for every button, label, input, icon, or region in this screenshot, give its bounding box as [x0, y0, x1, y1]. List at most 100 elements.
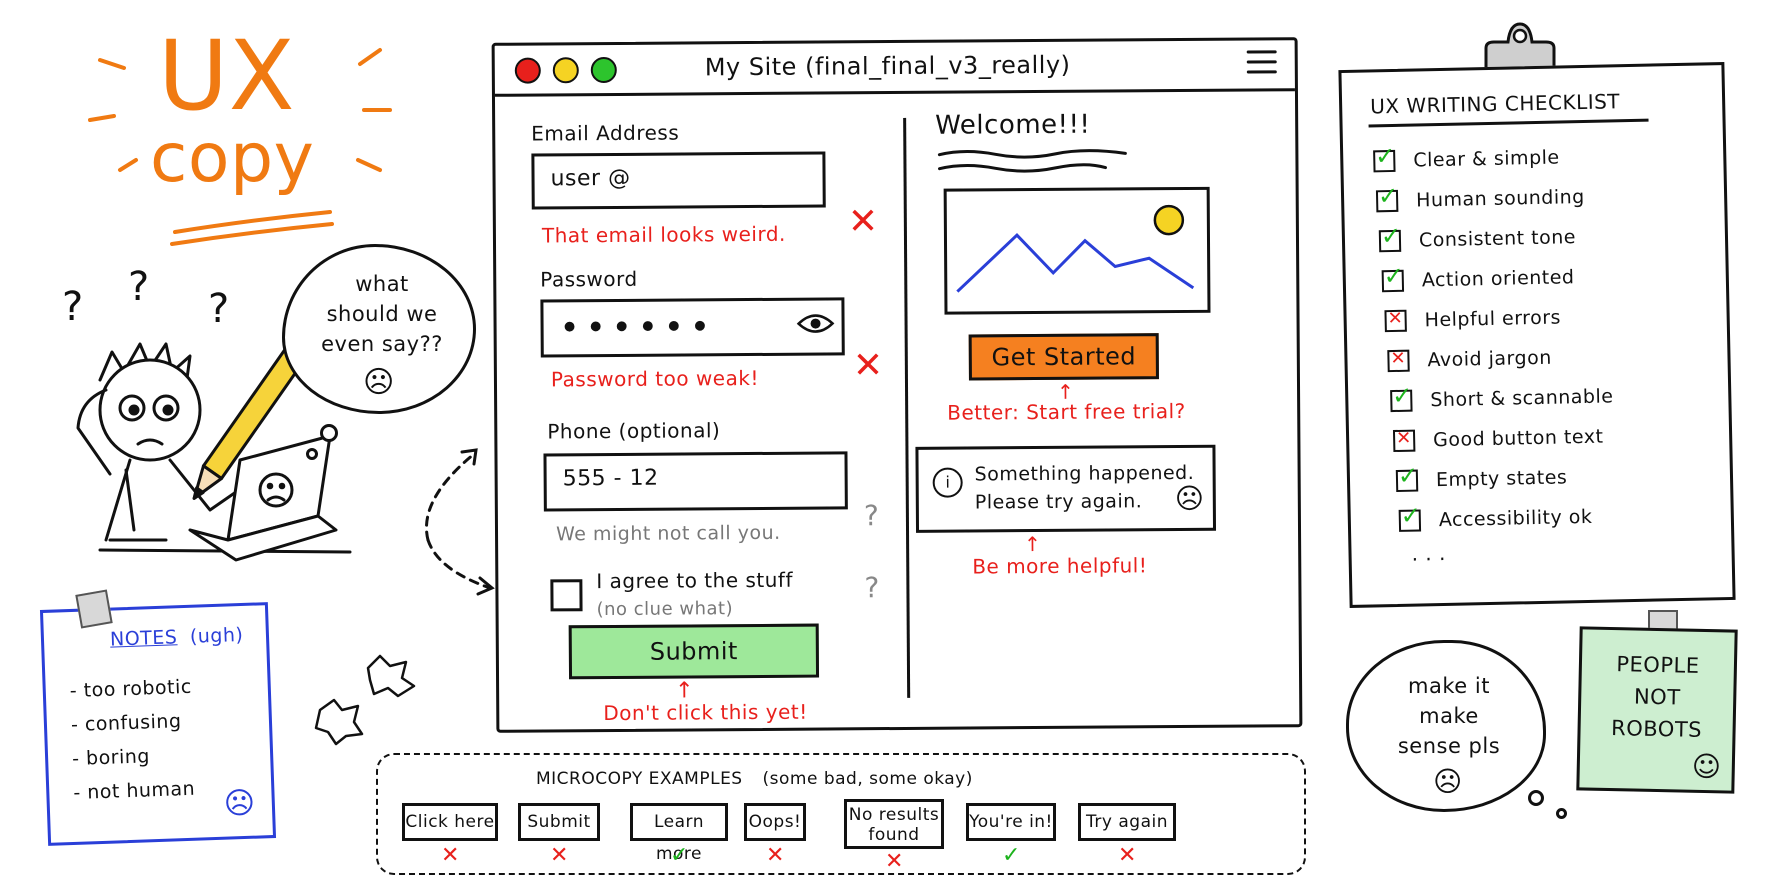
note-item: - confusing	[70, 710, 182, 737]
microcopy-chip-label: Click here	[405, 812, 495, 832]
checklist-item-label: Empty states	[1435, 466, 1568, 492]
thought-bubble-tail-large	[320, 424, 338, 442]
notes-title: NOTES (ugh)	[110, 624, 244, 651]
alert-note: Be more helpful!	[972, 553, 1148, 579]
text-placeholder-lines	[937, 149, 1127, 173]
thought-bubble-tail-small	[306, 448, 318, 460]
phone-label: Phone (optional)	[547, 418, 721, 444]
checklist-more: . . .	[1411, 540, 1447, 566]
microcopy-subtitle: (some bad, some okay)	[762, 769, 973, 789]
notes-title-text: NOTES	[109, 626, 178, 651]
microcopy-chip: Try again	[1078, 803, 1176, 841]
microcopy-chip-label: Oops!	[748, 812, 802, 832]
email-field[interactable]: user @	[531, 151, 826, 210]
checklist-item: Accessibility ok	[1398, 506, 1593, 532]
eye-icon[interactable]	[796, 311, 835, 335]
thought-bubble-text: what should we even say??	[321, 272, 443, 356]
error-x-icon: ✕	[847, 201, 879, 243]
alert-line-2: Please try again.	[974, 490, 1143, 514]
password-label: Password	[540, 266, 638, 292]
cta-note: Better: Start free trial?	[947, 398, 1186, 425]
question-mark-icon: ?	[864, 571, 880, 605]
checkmark-icon	[1398, 509, 1422, 532]
column-divider	[903, 117, 911, 698]
microcopy-chip: No results found	[844, 799, 944, 849]
checkmark-icon	[1381, 269, 1405, 293]
x-mark-icon: ✕	[550, 843, 569, 868]
sad-face-icon: ☹	[223, 785, 256, 822]
checklist-item: Clear & simple	[1373, 146, 1560, 173]
get-started-button[interactable]: Get Started	[968, 333, 1159, 381]
note-item: - too robotic	[69, 675, 193, 703]
checklist-item-label: Short & scannable	[1430, 385, 1614, 412]
info-icon: i	[932, 467, 963, 498]
welcome-heading: Welcome!!!	[935, 109, 1091, 141]
checkmark-icon	[1373, 149, 1396, 173]
checkmark-icon	[1375, 189, 1399, 213]
agree-sublabel: (no clue what)	[596, 598, 734, 621]
agree-checkbox[interactable]	[550, 579, 583, 612]
thought-bubble-right-text: make it make sense pls	[1397, 674, 1501, 758]
microcopy-chip-label: Learn more	[653, 812, 704, 864]
dashed-arrows	[425, 448, 495, 596]
checklist-item: Good button text	[1392, 425, 1604, 453]
browser-window: My Site (final_final_v3_really) Email Ad…	[491, 37, 1303, 733]
error-alert-card: i Something happened. Please try again. …	[915, 444, 1217, 533]
svg-text:?: ?	[208, 286, 229, 332]
hero-title: UX copy	[150, 28, 380, 194]
checklist-item: Consistent tone	[1378, 226, 1576, 253]
checkmark-icon	[1390, 389, 1413, 413]
smiley-icon: ☺	[1691, 749, 1722, 784]
crumpled-paper-illustration	[314, 654, 416, 746]
x-mark-icon	[1387, 349, 1410, 373]
x-mark-icon: ✕	[766, 843, 785, 868]
sad-face-icon: ☹	[1433, 765, 1463, 798]
hero-title-line2: copy	[150, 119, 315, 198]
checkmark-icon	[1395, 469, 1419, 492]
microcopy-chip: Click here	[402, 803, 498, 841]
submit-button[interactable]: Submit	[568, 623, 820, 680]
password-value: ••••••	[559, 307, 717, 349]
hero-title-line1: UX	[158, 20, 296, 132]
password-error: Password too weak!	[550, 365, 760, 392]
browser-titlebar: My Site (final_final_v3_really)	[494, 40, 1295, 97]
checklist-item-label: Good button text	[1432, 425, 1604, 452]
checkmark-icon: ✓	[1002, 843, 1021, 868]
phone-field[interactable]: 555 - 12	[543, 451, 848, 512]
thought-bubble-tail-large	[1528, 790, 1544, 806]
sad-face-icon: ☹	[1174, 481, 1205, 516]
tape	[75, 589, 113, 629]
checklist-item: Helpful errors	[1384, 306, 1561, 333]
sticky-note-text: PEOPLE NOT ROBOTS	[1610, 652, 1703, 742]
svg-text:?: ?	[62, 284, 83, 330]
x-mark-icon: ✕	[1118, 843, 1137, 868]
checklist-title: UX WRITING CHECKLIST	[1369, 89, 1621, 119]
microcopy-chip-label: Submit	[527, 812, 591, 832]
x-mark-icon: ✕	[885, 849, 904, 874]
thought-bubble-tail-small	[1556, 808, 1567, 819]
alert-arrow: ↑	[1024, 531, 1042, 557]
note-item: - not human	[72, 777, 196, 804]
checklist-item: Human sounding	[1375, 186, 1585, 213]
alert-line-1: Something happened.	[974, 461, 1195, 486]
question-mark-icon: ?	[863, 499, 879, 533]
microcopy-chip: You're in!	[966, 803, 1056, 841]
sad-face-icon: ☹	[363, 365, 395, 400]
maximize-window-button[interactable]	[590, 56, 617, 84]
microcopy-chip-label: Try again	[1086, 812, 1168, 832]
minimize-window-button[interactable]	[552, 57, 579, 84]
close-window-button[interactable]	[514, 57, 541, 84]
x-mark-icon	[1392, 429, 1416, 453]
email-error: That email looks weird.	[541, 221, 786, 248]
checklist-item: Short & scannable	[1390, 385, 1614, 413]
email-label: Email Address	[531, 120, 680, 146]
checklist-item: Action oriented	[1381, 266, 1575, 293]
microcopy-chip-label: No results found	[848, 805, 940, 845]
notes-card: NOTES (ugh) - too robotic - confusing - …	[39, 602, 277, 846]
thought-bubble-right: make it make sense pls ☹	[1346, 640, 1546, 812]
browser-title: My Site (final_final_v3_really)	[704, 50, 1071, 82]
checklist-item-label: Avoid jargon	[1427, 346, 1552, 372]
microcopy-chip: Oops!	[744, 803, 806, 841]
hamburger-menu-icon[interactable]	[1246, 50, 1277, 80]
submit-note: Don't click this yet!	[603, 699, 808, 726]
